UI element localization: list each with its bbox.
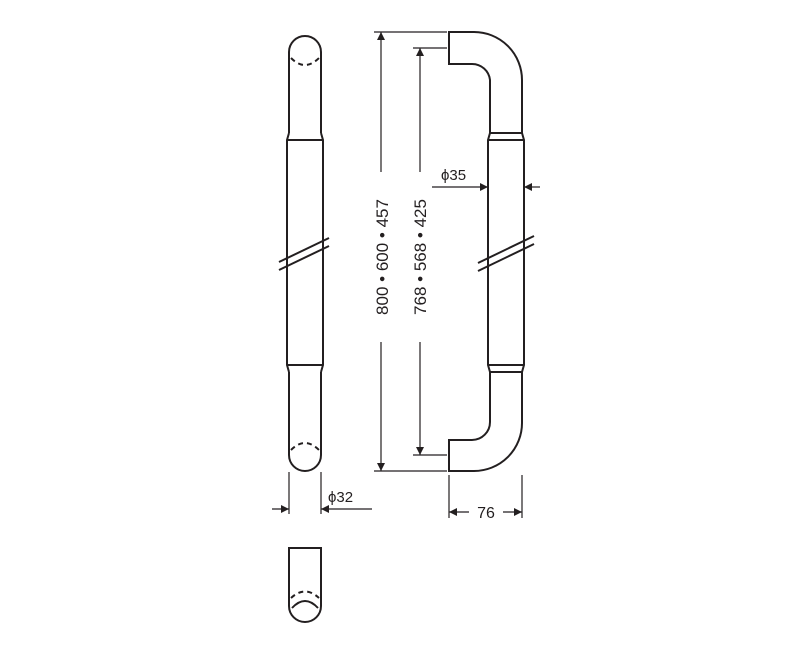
post-diameter-label: ϕ32	[328, 489, 353, 506]
post-end-view	[288, 547, 322, 623]
overall-length-dimension: 800 • 600 • 457	[373, 31, 447, 472]
post-end-outline	[288, 547, 322, 623]
handle-side-view	[278, 35, 330, 472]
post-end-hidden-curve	[290, 590, 320, 599]
lower-post-hidden-curve	[290, 442, 320, 451]
front-break-line-1	[477, 235, 535, 264]
handle-front-view	[448, 31, 535, 472]
projection-dimension: 76	[448, 475, 523, 522]
upper-post-hidden-curve	[290, 57, 320, 66]
grip-body	[286, 132, 324, 373]
grip-diameter-dimension: ϕ35	[432, 167, 540, 191]
center-to-center-dimension: 768 • 568 • 425	[411, 47, 447, 456]
grip-diameter-label: ϕ35	[441, 167, 466, 184]
break-line-2	[278, 245, 330, 271]
lower-post	[288, 372, 322, 472]
overall-length-label: 800 • 600 • 457	[373, 199, 392, 315]
handle-outline	[448, 31, 525, 472]
projection-label: 76	[477, 505, 495, 522]
center-to-center-label: 768 • 568 • 425	[411, 199, 430, 315]
upper-post	[288, 35, 322, 133]
break-line-1	[278, 237, 330, 263]
front-break-line-2	[477, 243, 535, 272]
post-diameter-dimension: ϕ32	[272, 472, 372, 514]
